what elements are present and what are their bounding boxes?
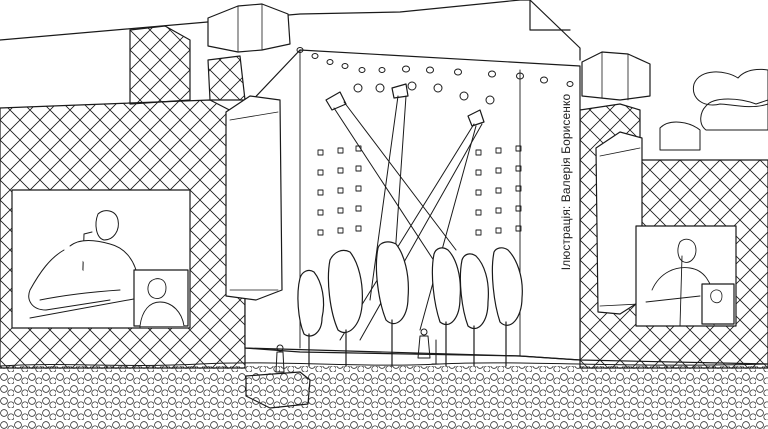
stage-trees — [297, 241, 523, 367]
crowd — [0, 366, 768, 429]
clouds — [659, 68, 768, 151]
stage-wall-panels — [317, 145, 522, 236]
left-video-screen — [11, 189, 191, 329]
right-speaker-array — [581, 51, 651, 315]
right-video-screen — [635, 225, 737, 327]
light-beams — [333, 95, 483, 341]
left-speaker-array — [207, 3, 291, 301]
background-building — [0, 0, 581, 61]
stage-lights — [296, 47, 574, 105]
stage-back-wall — [244, 49, 581, 361]
illustration-credit: Ілюстрація: Валерія Борисенко — [559, 93, 573, 271]
